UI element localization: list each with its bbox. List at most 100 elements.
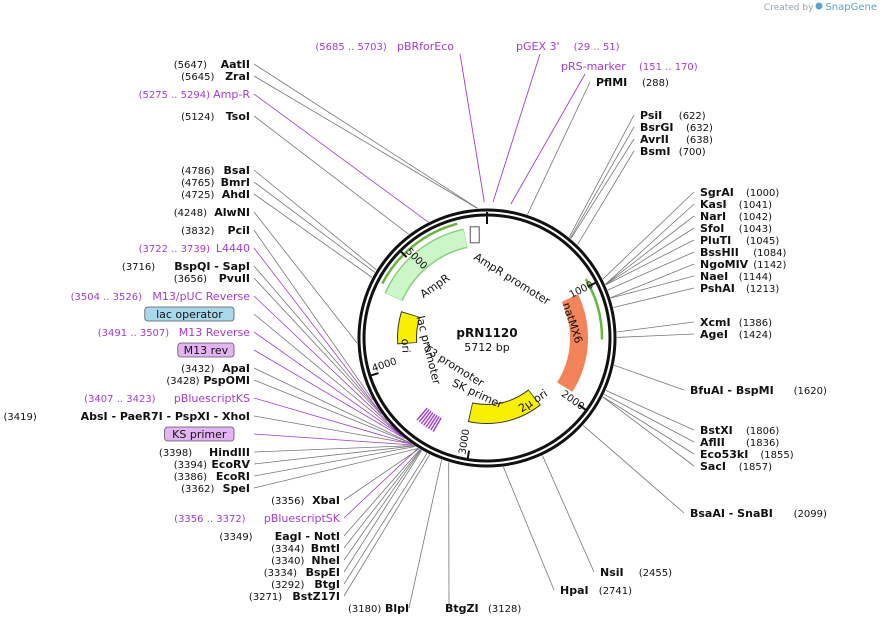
leader-line (253, 447, 419, 489)
enzyme-site-kasi: KasI(1041) (700, 198, 772, 211)
enzyme-position: (5645) (181, 72, 214, 83)
leader-line (602, 396, 695, 455)
snapgene-logo-icon (815, 2, 823, 13)
primer-name: M13/pUC Reverse (152, 290, 250, 303)
enzyme-name: SpeI (223, 482, 250, 495)
enzyme-site-pluti: PluTI(1045) (700, 234, 779, 247)
enzyme-name: Eco53kI (700, 448, 748, 461)
primer-name: pRS-marker (561, 60, 626, 73)
enzyme-position: (5647) (174, 60, 207, 71)
leader-line (569, 126, 635, 239)
enzyme-site-naei: NaeI(1144) (700, 270, 772, 283)
enzyme-position: (1045) (746, 236, 779, 247)
enzyme-position: (5124) (181, 112, 214, 123)
primer-position: (3504 .. 3526) (71, 292, 143, 303)
enzyme-site-btgi: BtgI(3292) (271, 578, 340, 591)
enzyme-position: (3340) (271, 556, 304, 567)
enzyme-position: (3292) (271, 580, 304, 591)
label-leader-lines (253, 53, 695, 609)
ampr-direction-arc (381, 222, 458, 285)
leader-line (605, 215, 695, 285)
leader-line (253, 211, 358, 344)
enzyme-name: XcmI (700, 316, 731, 329)
primer-position: (3491 .. 3507) (98, 328, 170, 339)
enzyme-site-btgzi: BtgZI(3128) (445, 602, 521, 615)
tick-label-4000: 4000 (371, 356, 399, 374)
primer-site-pbluescriptks: pBluescriptKS(3407 .. 3423) (84, 392, 250, 405)
enzyme-site-bstxi: BstXI(1806) (700, 424, 779, 437)
leader-line (610, 275, 695, 299)
mcs-site-mark (430, 416, 440, 431)
enzyme-position: (2455) (639, 568, 672, 579)
enzyme-name: EcoRI (216, 470, 250, 483)
enzyme-name: PvuII (219, 272, 250, 285)
enzyme-name: BssHII (700, 246, 739, 259)
tag-box (164, 426, 235, 442)
primer-position: (151 .. 170) (639, 62, 698, 73)
enzyme-name: BsrGI (640, 121, 673, 134)
enzyme-position: (4765) (181, 178, 214, 189)
tag-label: M13 rev (184, 344, 229, 357)
enzyme-position: (4786) (181, 166, 214, 177)
enzyme-position: (632) (686, 123, 713, 134)
tag-label: lac operator (156, 308, 223, 321)
feature-label-ori: ori (399, 338, 413, 353)
leader-line (253, 93, 429, 223)
enzyme-name: BmrI (221, 176, 250, 189)
enzyme-name: BsaI (224, 164, 250, 177)
leader-line (253, 397, 413, 445)
feature-label-ampr: AmpR (418, 271, 453, 301)
leader-line (343, 447, 419, 519)
leader-line (510, 73, 586, 205)
enzyme-position: (638) (686, 135, 713, 146)
primer-name: pBluescriptSK (264, 512, 341, 525)
tick-label-2000: 2000 (559, 389, 586, 413)
enzyme-name: AvrII (640, 133, 669, 146)
enzyme-position: (4725) (181, 190, 214, 201)
enzyme-site-nsii: NsiI(2455) (600, 566, 672, 579)
enzyme-site-pvuii: PvuII (3656) (174, 272, 250, 285)
enzyme-site-bmti: BmtI(3344) (271, 542, 340, 555)
primer-position: (3356 .. 3372) (174, 514, 246, 525)
primer-name: Amp-R (213, 88, 250, 101)
enzyme-position: (3419) (4, 412, 37, 423)
enzyme-site-saci: SacI(1857) (700, 460, 772, 473)
enzyme-position: (4248) (174, 208, 207, 219)
leader-line (253, 446, 416, 477)
leader-line (253, 313, 402, 436)
leader-line (616, 321, 695, 333)
tick-mark-4000 (369, 372, 379, 377)
enzyme-position: (1620) (794, 386, 827, 397)
enzyme-position: (3832) (181, 226, 214, 237)
enzyme-site-nari: NarI(1042) (700, 210, 772, 223)
enzyme-site-sgrai: SgrAI (1000) (700, 186, 779, 199)
enzyme-position: (700) (679, 147, 706, 158)
leader-line (610, 263, 695, 299)
leader-line (253, 229, 374, 401)
enzyme-name: ZraI (225, 70, 250, 83)
leader-line (616, 333, 695, 338)
enzyme-name: SfoI (700, 222, 724, 235)
mcs-site-mark (432, 417, 442, 432)
enzyme-site-agei: AgeI(1424) (700, 328, 772, 341)
enzyme-position: (1424) (739, 330, 772, 341)
tag-box (177, 342, 235, 358)
enzyme-name: AflII (700, 436, 725, 449)
enzyme-name: AatII (221, 58, 250, 71)
primer-name: L4440 (216, 242, 250, 255)
enzyme-position: (1000) (746, 188, 779, 199)
enzyme-site-bfuai-bspmi: BfuAI - BspMI(1620) (690, 384, 827, 397)
enzyme-name: NaeI (700, 270, 728, 283)
leader-line (253, 75, 478, 209)
enzyme-position: (3656) (174, 274, 207, 285)
enzyme-name: SgrAI (700, 186, 734, 199)
enzyme-name: EagI - NotI (275, 530, 340, 543)
mcs-site-mark (423, 412, 434, 426)
leader-line (253, 379, 411, 444)
leader-line (253, 415, 412, 445)
feature-label-ampr-promoter: AmpR promoter (471, 250, 552, 308)
enzyme-site-xbai: XbaI(3356) (271, 494, 340, 507)
enzyme-position: (3334) (264, 568, 297, 579)
enzyme-name: BlpI (385, 602, 409, 615)
